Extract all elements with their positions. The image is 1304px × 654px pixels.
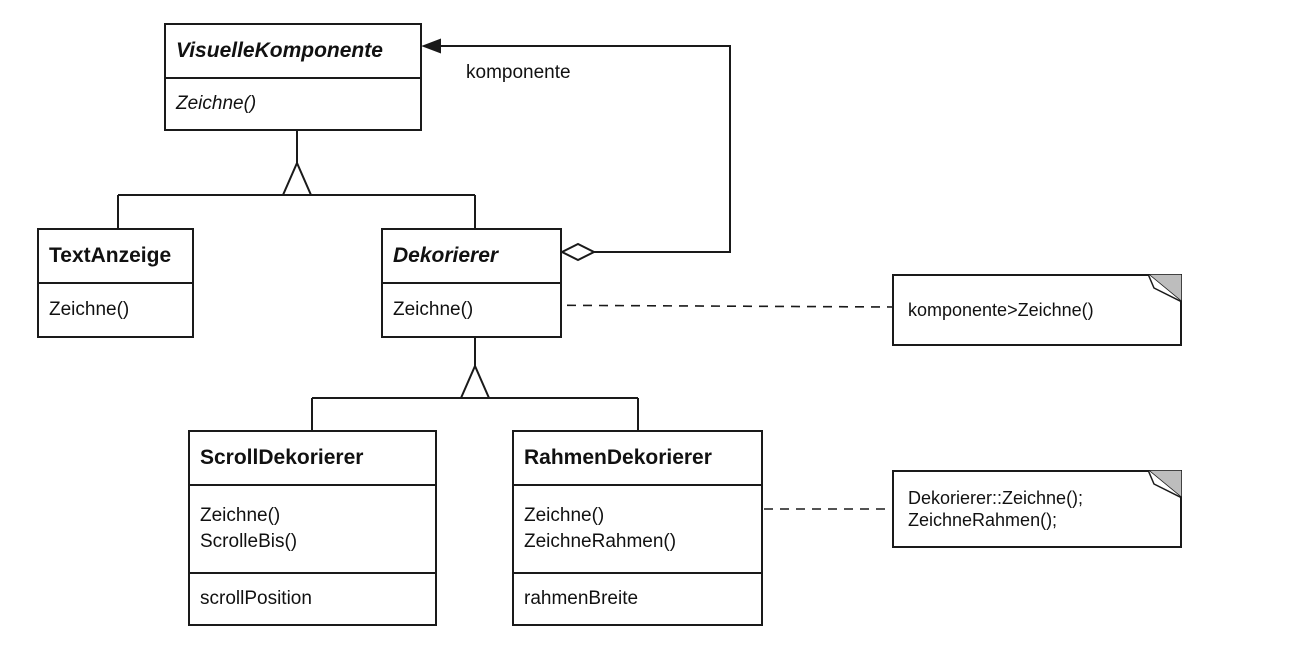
attributes-section: scrollPosition xyxy=(190,572,435,624)
operations-section: Zeichne() ScrolleBis() xyxy=(190,484,435,572)
class-dekorierer: Dekorierer Zeichne() xyxy=(381,228,562,338)
operations-section: Zeichne() xyxy=(383,282,560,336)
operations-section: Zeichne() xyxy=(166,77,420,129)
operations-section: Zeichne() xyxy=(39,282,192,336)
operation: Zeichne() xyxy=(200,505,281,526)
note-line: komponente>Zeichne() xyxy=(908,300,1094,320)
operation: Zeichne() xyxy=(393,299,474,320)
class-text-anzeige: TextAnzeige Zeichne() xyxy=(37,228,194,338)
note-line: ZeichneRahmen(); xyxy=(908,510,1058,530)
attribute: rahmenBreite xyxy=(524,588,639,609)
class-name: ScrollDekorierer xyxy=(200,446,364,469)
aggregation-komponente xyxy=(421,38,731,262)
operations-section: Zeichne() ZeichneRahmen() xyxy=(514,484,761,572)
class-scroll-dekorierer: ScrollDekorierer Zeichne() ScrolleBis() … xyxy=(188,430,437,626)
class-visuelle-komponente: VisuelleKomponente Zeichne() xyxy=(164,23,422,131)
note-dekorierer-zeichne: komponente>Zeichne() xyxy=(892,274,1182,346)
class-name: RahmenDekorierer xyxy=(524,446,712,469)
operation: Zeichne() xyxy=(176,93,257,114)
note-line: Dekorierer::Zeichne(); xyxy=(908,488,1084,508)
attributes-section: rahmenBreite xyxy=(514,572,761,624)
inheritance-visuelle-komponente xyxy=(117,131,476,228)
note-fold-icon xyxy=(1148,470,1182,498)
operation: ZeichneRahmen() xyxy=(524,531,677,552)
operation: Zeichne() xyxy=(524,505,605,526)
class-name: Dekorierer xyxy=(393,244,499,267)
note-rahmen-zeichne: Dekorierer::Zeichne(); ZeichneRahmen(); xyxy=(892,470,1182,548)
association-label: komponente xyxy=(466,62,571,83)
note-fold-icon xyxy=(1148,274,1182,302)
operation: Zeichne() xyxy=(49,299,130,320)
attribute: scrollPosition xyxy=(200,588,312,609)
class-rahmen-dekorierer: RahmenDekorierer Zeichne() ZeichneRahmen… xyxy=(512,430,763,626)
class-name: VisuelleKomponente xyxy=(176,39,383,62)
operation: ScrolleBis() xyxy=(200,531,298,552)
inheritance-dekorierer xyxy=(311,338,639,430)
class-name: TextAnzeige xyxy=(49,244,172,267)
